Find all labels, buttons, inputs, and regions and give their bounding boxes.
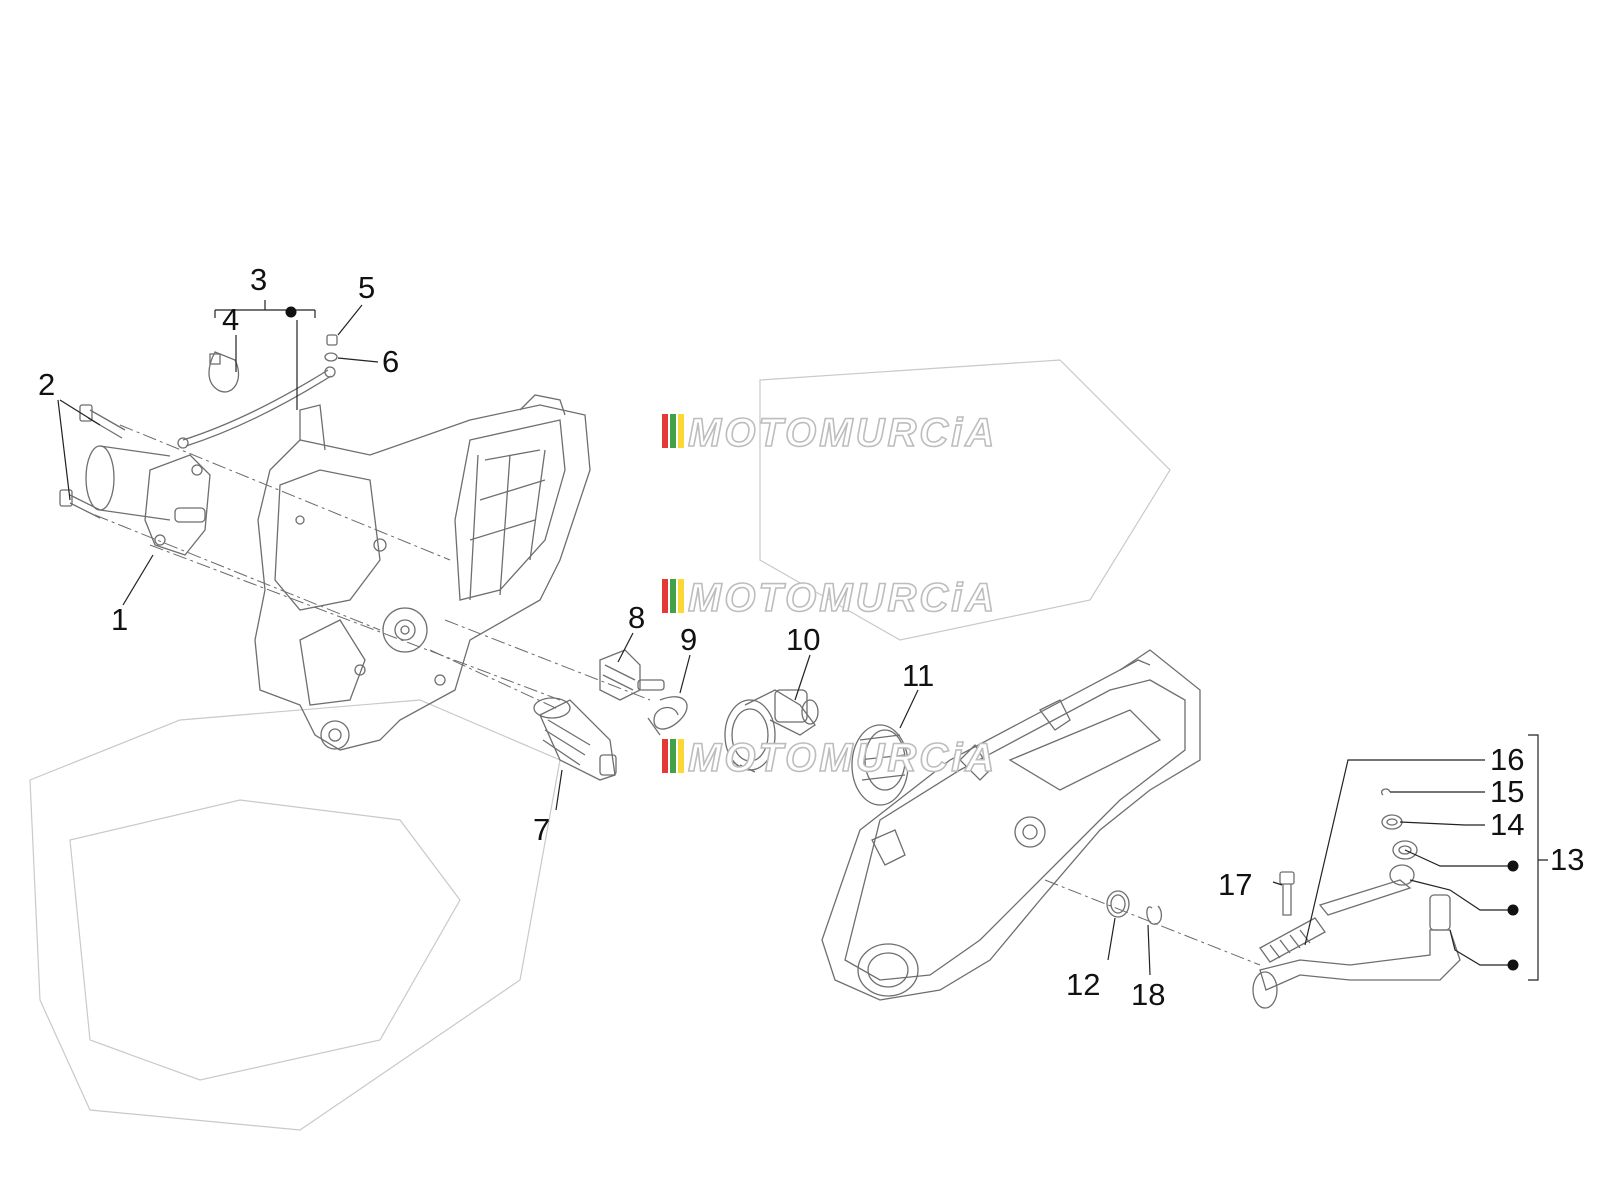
watermark-stripe-yellow <box>678 414 684 448</box>
transmission-cover <box>821 649 1201 1001</box>
watermark-text: MOTOMURCiA <box>688 736 997 780</box>
callout-13: 13 <box>1550 842 1584 877</box>
callout-14: 14 <box>1490 807 1524 842</box>
watermark-bottom: MOTOMURCiA <box>662 735 997 781</box>
callout-16: 16 <box>1490 742 1524 777</box>
starter-bendix <box>533 697 617 781</box>
kick-start-gear <box>724 689 819 773</box>
callout-17: 17 <box>1218 867 1252 902</box>
gear-shaft <box>599 649 665 701</box>
starter-motor <box>85 445 211 556</box>
watermark-middle: MOTOMURCiA <box>662 575 997 621</box>
snap-rings <box>1106 890 1163 925</box>
lever-washers <box>1381 788 1418 860</box>
bullet-dots <box>285 306 1519 971</box>
screw-and-washer <box>324 334 338 362</box>
callout-10: 10 <box>786 622 820 657</box>
callout-8: 8 <box>628 600 645 635</box>
callout-15: 15 <box>1490 774 1524 809</box>
pedal-rubber <box>1259 917 1326 963</box>
callout-6: 6 <box>382 344 399 379</box>
watermark-stripe-red <box>662 579 668 613</box>
watermark-stripe-red <box>662 414 668 448</box>
return-spring <box>851 724 909 806</box>
watermark-stripe-green <box>670 414 676 448</box>
callout-12: 12 <box>1066 967 1100 1002</box>
callout-1: 1 <box>111 602 128 637</box>
watermark-text: MOTOMURCiA <box>688 576 997 620</box>
watermark-text: MOTOMURCiA <box>688 411 997 455</box>
callout-2: 2 <box>38 367 55 402</box>
watermark-stripe-green <box>670 579 676 613</box>
kick-lever <box>1252 864 1461 1009</box>
watermark-top: MOTOMURCiA <box>662 410 997 456</box>
callout-3: 3 <box>250 262 267 297</box>
callout-11: 11 <box>902 658 934 693</box>
callout-9: 9 <box>680 622 697 657</box>
callout-18: 18 <box>1131 977 1165 1012</box>
bolt <box>1279 871 1295 916</box>
crankcase <box>254 394 591 751</box>
starter-screws <box>59 404 126 519</box>
watermark-stripe-red <box>662 739 668 773</box>
spring-clip <box>647 696 688 736</box>
callout-7: 7 <box>533 812 550 847</box>
callout-numbers: 1 2 3 4 5 6 7 8 9 10 11 12 13 14 15 16 1… <box>38 262 1584 1012</box>
callout-5: 5 <box>358 270 375 305</box>
callout-4: 4 <box>222 302 239 337</box>
alignment-lines <box>94 424 1261 966</box>
leader-lines <box>57 300 1548 981</box>
background-crankcase-faint <box>29 359 1171 1131</box>
cable-clamp <box>208 351 240 393</box>
ground-cable <box>177 366 336 449</box>
watermark-stripe-yellow <box>678 739 684 773</box>
watermark-stripe-green <box>670 739 676 773</box>
watermark-stripe-yellow <box>678 579 684 613</box>
